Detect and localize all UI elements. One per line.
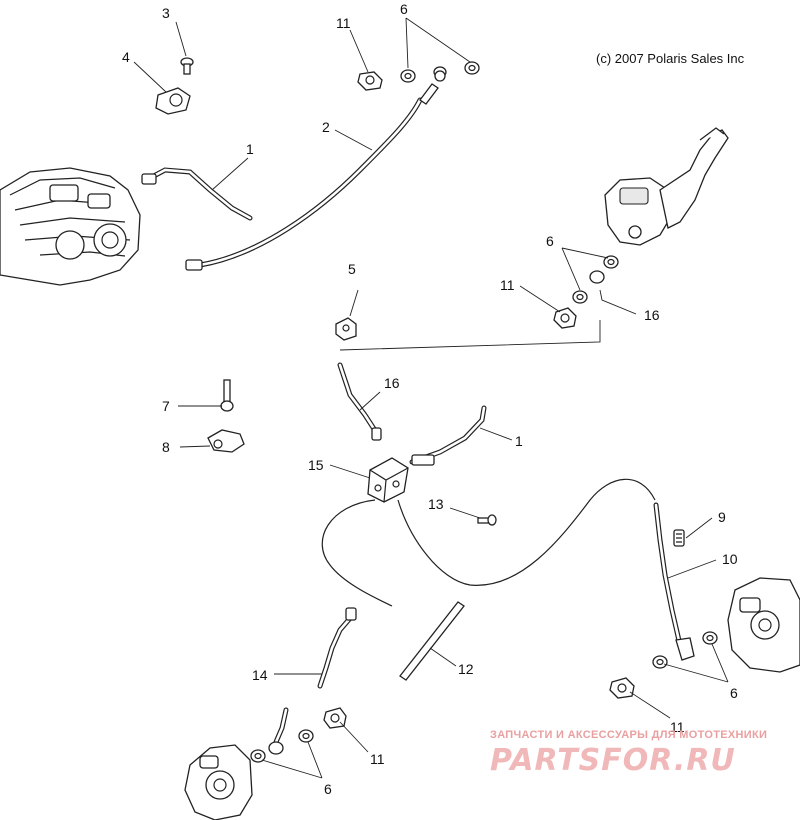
lower-hose-fitting [268, 707, 289, 755]
callout-numbers: 3 4 11 6 1 2 6 11 16 5 16 1 7 8 15 13 9 … [122, 1, 738, 797]
callout-13: 13 [428, 496, 444, 512]
part-8-clamp [207, 429, 245, 453]
part-3-screw [180, 57, 194, 75]
part-6-washers-bottom [250, 729, 314, 763]
callout-6-top: 6 [400, 1, 408, 17]
callout-5: 5 [348, 261, 356, 277]
part-7-bolt [220, 379, 234, 412]
part-11-bolt-right-lower [609, 677, 635, 699]
rear-left-caliper [184, 744, 253, 820]
callout-11-right: 11 [500, 277, 515, 293]
callout-10: 10 [722, 551, 738, 567]
routing-line-5-16 [339, 320, 601, 351]
callout-1-mid: 1 [515, 433, 523, 449]
part-15-junction-block [367, 457, 409, 503]
callout-14: 14 [252, 667, 268, 683]
callout-11-right-lower: 11 [670, 719, 685, 735]
part-5-fitting [335, 317, 357, 341]
callout-6-right: 6 [546, 233, 554, 249]
part-13-screw [477, 514, 497, 526]
part-12-strap [399, 601, 465, 681]
part-1-brake-line-top [141, 167, 253, 221]
callout-16-right: 16 [644, 307, 660, 323]
callout-11-bottom: 11 [370, 751, 385, 767]
master-cylinder-lever [604, 127, 729, 246]
callout-6-bottom: 6 [324, 781, 332, 797]
part-10-hose-right [653, 502, 695, 661]
part-16-brake-line [337, 362, 382, 441]
callout-3: 3 [162, 5, 170, 21]
copyright-text: (c) 2007 Polaris Sales Inc [596, 51, 745, 66]
callout-6-right-lower: 6 [730, 685, 738, 701]
callout-11-top: 11 [336, 15, 351, 31]
watermark: ЗАПЧАСТИ И АКСЕССУАРЫ ДЛЯ МОТОТЕХНИКИ PA… [490, 729, 767, 778]
part-1-brake-line-mid [409, 405, 487, 466]
watermark-tagline: ЗАПЧАСТИ И АКСЕССУАРЫ ДЛЯ МОТОТЕХНИКИ [490, 729, 767, 741]
part-6-washers-top [400, 61, 480, 83]
part-11-bolt-top [357, 71, 383, 91]
brake-line-rear-loop [397, 478, 656, 586]
callout-1-top: 1 [246, 141, 254, 157]
rear-right-caliper [727, 577, 800, 673]
part-6-washers-right-lower [652, 631, 718, 669]
part-9-clip [673, 529, 685, 547]
callout-12: 12 [458, 661, 474, 677]
watermark-brand: PARTSFOR.RU [490, 743, 736, 778]
callout-7: 7 [162, 398, 170, 414]
brake-line-left-loop [321, 499, 393, 607]
front-left-caliper [0, 167, 141, 286]
part-4-clamp [155, 87, 191, 115]
part-6-washers-right [572, 255, 619, 304]
callout-9: 9 [718, 509, 726, 525]
part-2-hose-top [185, 70, 446, 271]
part-14-hose-left [317, 607, 357, 689]
callout-16-mid: 16 [384, 375, 400, 391]
callout-8: 8 [162, 439, 170, 455]
leader-lines [133, 17, 729, 779]
part-11-bolt-right [553, 307, 577, 329]
callout-2: 2 [322, 119, 330, 135]
callout-15: 15 [308, 457, 324, 473]
callout-4: 4 [122, 49, 130, 65]
